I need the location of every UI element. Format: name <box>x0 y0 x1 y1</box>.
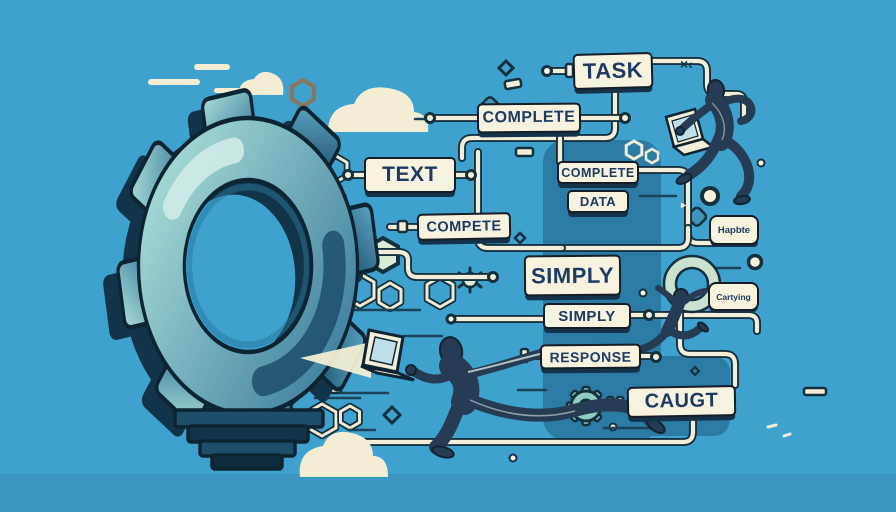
label-task: TASK <box>572 51 654 91</box>
label-simply-small: SIMPLY <box>543 303 631 329</box>
cloud-icon <box>299 431 388 477</box>
label-cartying: Cartying <box>708 282 759 311</box>
x-mark-icon: ×‹ <box>680 56 693 72</box>
cloud-icon <box>148 64 429 132</box>
laptop-icon <box>360 328 415 382</box>
gear-pedestal <box>173 408 325 471</box>
label-complete-top: COMPLETE <box>476 102 582 134</box>
light-beam <box>300 342 371 378</box>
label-simply-large: SIMPLY <box>523 254 622 297</box>
pipe <box>326 57 761 446</box>
runner-figure-small <box>628 254 722 356</box>
label-text: TEXT <box>364 157 456 193</box>
label-compete: COMPETE <box>416 212 512 241</box>
label-caugt: CAUGT <box>626 385 737 418</box>
label-complete-mid: COMPLETE <box>557 161 639 184</box>
play-mark-icon: ▸ <box>681 200 687 211</box>
label-response: RESPONSE <box>539 343 642 370</box>
ground <box>0 474 896 512</box>
leaping-figure-top-right <box>664 79 756 206</box>
label-hapbte: Hapbte <box>709 215 759 245</box>
label-data: DATA <box>567 190 629 213</box>
